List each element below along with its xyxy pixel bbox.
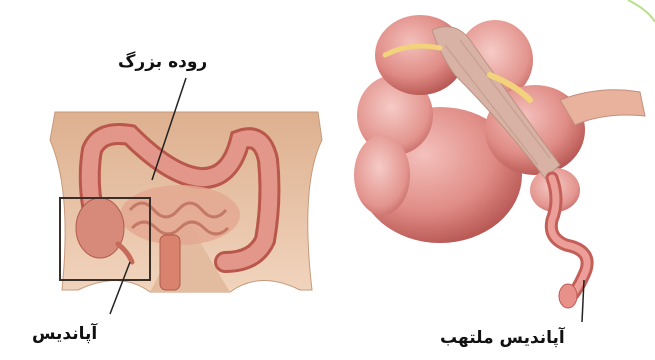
label-inflamed-appendix: آپاندیس ملتهب: [440, 328, 565, 348]
ileum: [560, 90, 645, 125]
corner-ornament: [628, 0, 655, 22]
torso-illustration: [50, 112, 322, 292]
cecum-closeup: [354, 15, 645, 308]
label-appendix: آپاندیس: [32, 324, 97, 344]
label-large-intestine: روده بزرگ: [118, 52, 207, 72]
